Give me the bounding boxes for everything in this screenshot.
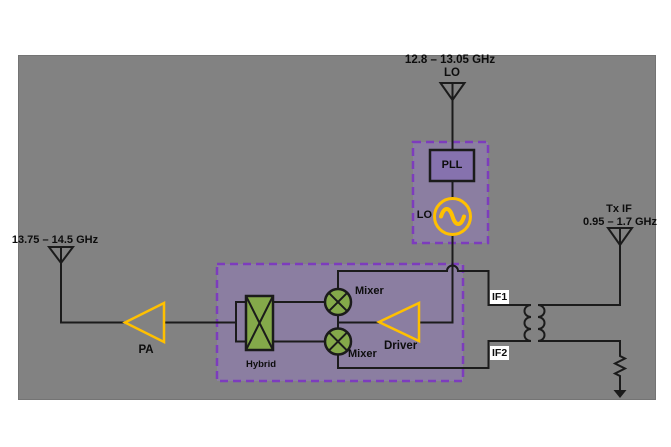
if1-port-tag: IF1: [490, 290, 510, 304]
transformer-icon: [523, 304, 546, 342]
ground-icon: [613, 390, 627, 398]
rf-out-antenna-icon: [47, 246, 75, 265]
wire-txif-antenna-to-transformer: [538, 228, 621, 306]
wire-driver-to-mixers: [337, 315, 379, 329]
rf-out-freq-label: 13.75 – 14.5 GHz: [11, 234, 99, 246]
txif-antenna-icon: [606, 227, 634, 247]
hybrid-label: Hybrid: [245, 359, 277, 370]
wire-if1-path: [337, 264, 531, 306]
lo-port-label: LO: [444, 67, 460, 79]
pa-amp-icon: [122, 300, 166, 345]
wire-if2-path: [337, 340, 531, 369]
wire-pa-to-hybrid: [164, 301, 246, 343]
if2-port-tag: IF2: [490, 346, 510, 360]
wire-rf-antenna-to-pa: [60, 247, 125, 324]
driver-label: Driver: [384, 340, 418, 352]
wires: [60, 83, 628, 390]
pll-label: PLL: [441, 159, 463, 171]
hybrid-coupler-icon: [244, 294, 275, 352]
pa-label: PA: [138, 344, 154, 356]
mixer-top-label: Mixer: [355, 285, 384, 297]
wire-osc-to-driver: [419, 234, 454, 324]
lo-antenna-icon: [438, 82, 467, 102]
mixer-bottom-label: Mixer: [348, 348, 377, 360]
mixer-bottom-icon: [323, 327, 353, 356]
lo-freq-label: 12.8 – 13.05 GHz: [404, 54, 496, 66]
wire-hybrid-to-mixers: [273, 301, 325, 343]
txif-title-label: Tx IF: [606, 203, 632, 215]
txif-freq-label: 0.95 – 1.7 GHz: [583, 216, 657, 228]
driver-amp-icon: [376, 301, 421, 343]
mixer-top-icon: [323, 287, 353, 317]
wire-transformer-to-resistor-ground: [538, 340, 628, 390]
pll-block: [428, 148, 476, 183]
osc-lo-label: LO: [416, 209, 432, 221]
lo-oscillator-icon: [433, 197, 472, 236]
